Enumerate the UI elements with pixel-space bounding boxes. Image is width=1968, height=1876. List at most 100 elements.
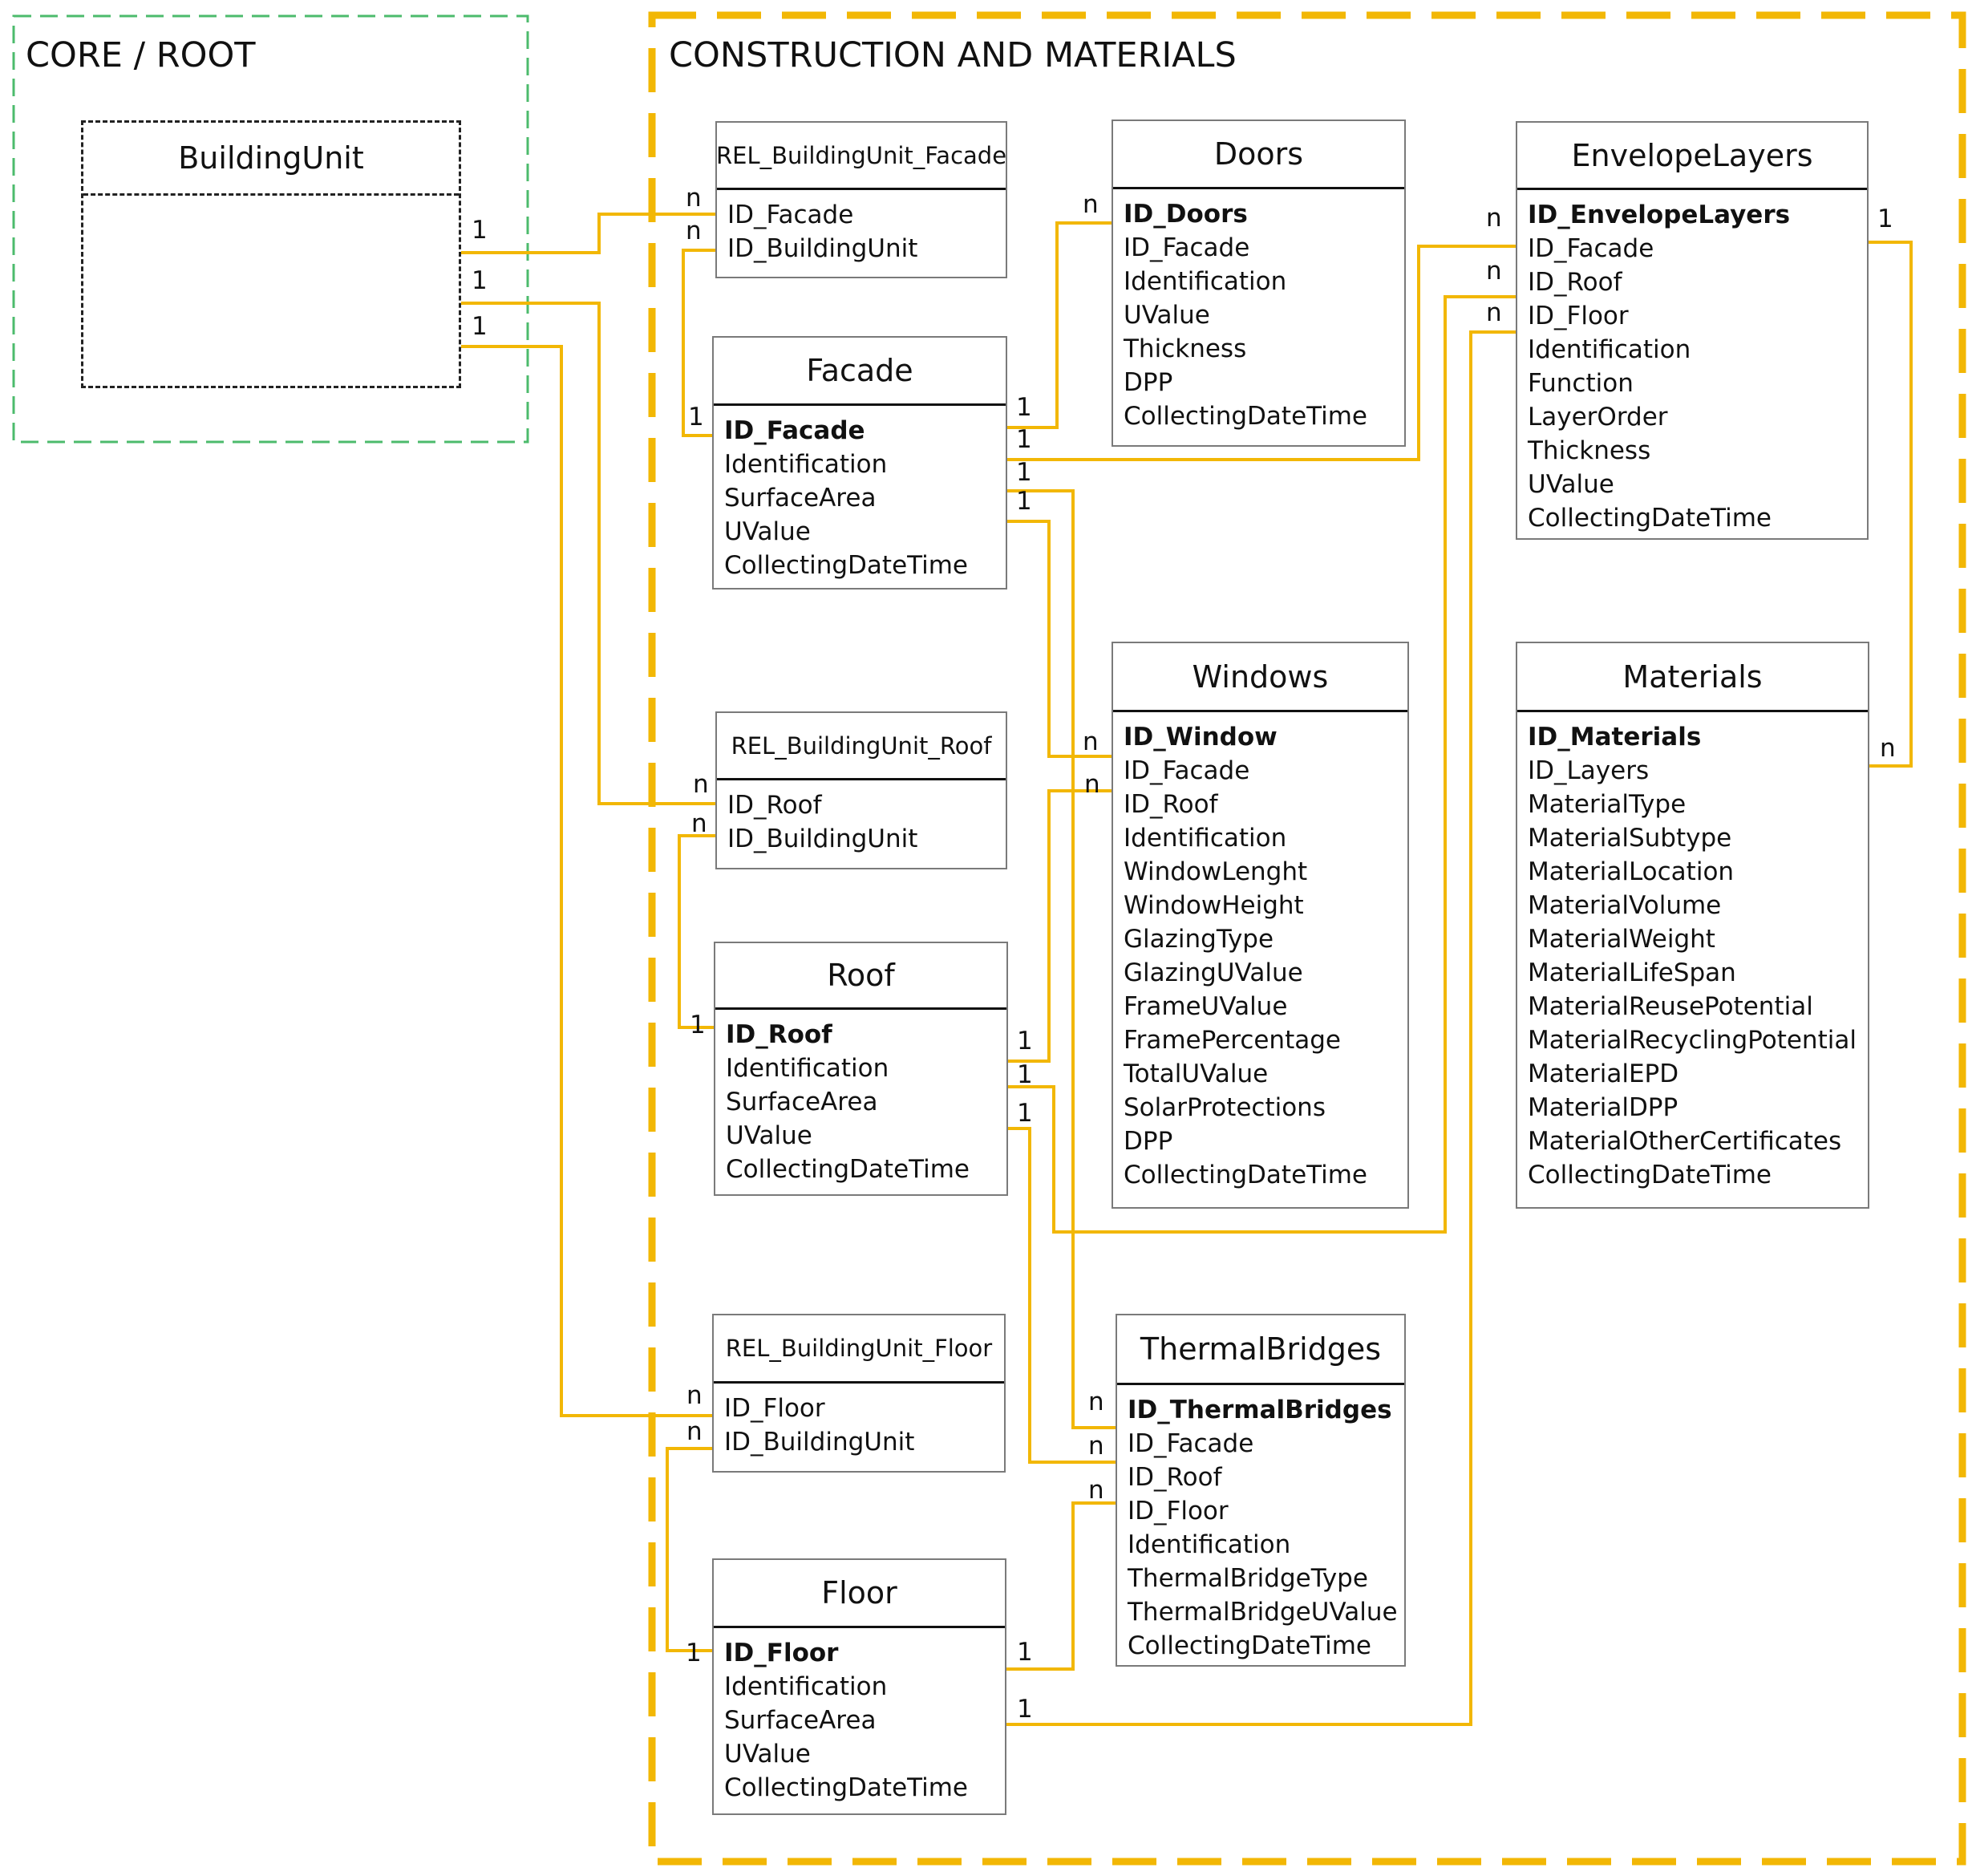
entity-doors[interactable]: Doors ID_Doors ID_Facade Identification … (1112, 120, 1406, 447)
entity-building-unit[interactable]: BuildingUnit (81, 120, 461, 388)
cardinality-label: 1 (690, 1011, 706, 1039)
field: MaterialEPD (1528, 1060, 1679, 1088)
cardinality-label: n (1088, 1432, 1104, 1461)
field: ID_BuildingUnit (727, 825, 918, 853)
field: MaterialDPP (1528, 1093, 1678, 1122)
entity-rel-buildingunit-facade[interactable]: REL_BuildingUnit_Facade ID_Facade ID_Bui… (715, 121, 1007, 278)
field: ID_Roof (727, 791, 822, 820)
field: ID_Facade (1124, 233, 1250, 262)
entity-rel-buildingunit-roof[interactable]: REL_BuildingUnit_Roof ID_Roof ID_Buildin… (715, 711, 1007, 869)
cardinality-label: n (686, 1417, 703, 1446)
core-root-title: CORE / ROOT (26, 35, 256, 75)
cardinality-label: 1 (1016, 425, 1032, 454)
field: MaterialSubtype (1528, 824, 1732, 853)
cardinality-label: n (1083, 727, 1099, 756)
cardinality-label: n (1486, 298, 1502, 327)
primary-key-field: ID_Doors (1124, 200, 1248, 229)
cardinality-label: 1 (1016, 393, 1032, 422)
cardinality-label: 1 (688, 403, 704, 432)
entity-windows[interactable]: Windows ID_Window ID_Facade ID_Roof Iden… (1112, 642, 1409, 1209)
cardinality-label: 1 (472, 216, 488, 245)
relationship-line (678, 834, 715, 1029)
entity-title: BuildingUnit (83, 123, 459, 196)
field: ID_BuildingUnit (727, 234, 918, 263)
cardinality-label: 1 (472, 312, 488, 341)
relationship-line (1007, 245, 1516, 461)
entity-thermal-bridges[interactable]: ThermalBridges ID_ThermalBridges ID_Faca… (1116, 1314, 1406, 1667)
field: ID_Facade (727, 201, 854, 229)
cardinality-label: n (1880, 734, 1896, 763)
relationship-line (682, 249, 715, 437)
entity-title: Facade (714, 338, 1006, 406)
field: MaterialReusePotential (1528, 992, 1813, 1021)
field: LayerOrder (1528, 403, 1668, 432)
field: MaterialType (1528, 790, 1687, 819)
field: UValue (1528, 470, 1614, 499)
entity-title: EnvelopeLayers (1517, 123, 1867, 190)
field: CollectingDateTime (724, 551, 969, 580)
entity-roof[interactable]: Roof ID_Roof Identification SurfaceArea … (714, 942, 1008, 1196)
field: Identification (724, 1672, 888, 1701)
field: ThermalBridgeType (1128, 1564, 1368, 1593)
construction-frame (648, 11, 1966, 1866)
field: SurfaceArea (724, 1706, 877, 1735)
field: SolarProtections (1124, 1093, 1326, 1122)
field: Function (1528, 369, 1634, 398)
field: UValue (724, 517, 811, 546)
entity-facade[interactable]: Facade ID_Facade Identification SurfaceA… (712, 336, 1007, 590)
relationship-lines (461, 213, 1913, 1726)
cardinality-label: 1 (1017, 1060, 1033, 1089)
relationship-line (461, 213, 715, 254)
relationship-line (1007, 520, 1112, 758)
field: ID_Facade (1124, 756, 1250, 785)
field: CollectingDateTime (1124, 402, 1368, 431)
primary-key-field: ID_Materials (1528, 723, 1702, 752)
field: Identification (724, 450, 888, 479)
cardinality-label: n (1088, 1388, 1104, 1416)
field: Thickness (1528, 436, 1651, 465)
cardinality-label: 1 (1017, 1638, 1033, 1667)
cardinality-label: 1 (686, 1639, 702, 1667)
entity-title: ThermalBridges (1117, 1315, 1404, 1385)
relationship-line (1007, 221, 1112, 429)
entity-envelope-layers[interactable]: EnvelopeLayers ID_EnvelopeLayers ID_Faca… (1516, 121, 1869, 540)
field: MaterialLocation (1528, 857, 1735, 886)
cardinality-label: n (686, 1381, 703, 1410)
relationship-line (1007, 489, 1116, 1429)
relationship-line (666, 1447, 712, 1652)
relationship-line (1869, 241, 1913, 768)
field: Identification (1128, 1530, 1291, 1559)
field: Identification (726, 1054, 889, 1083)
field: Thickness (1124, 334, 1247, 363)
cardinality-label: n (1088, 1476, 1104, 1505)
entity-rel-buildingunit-floor[interactable]: REL_BuildingUnit_Floor ID_Floor ID_Build… (712, 1314, 1006, 1473)
field: Identification (1124, 824, 1287, 853)
field: SurfaceArea (726, 1088, 878, 1116)
entity-title: Materials (1517, 643, 1868, 712)
entity-materials[interactable]: Materials ID_Materials ID_Layers Materia… (1516, 642, 1869, 1209)
field: CollectingDateTime (1124, 1161, 1368, 1189)
entity-title: REL_BuildingUnit_Floor (714, 1315, 1004, 1384)
field: WindowLenght (1124, 857, 1308, 886)
field: ID_Facade (1528, 234, 1654, 263)
field: MaterialLifeSpan (1528, 958, 1736, 987)
entity-title: Windows (1113, 643, 1407, 712)
relationship-line (1008, 789, 1112, 1063)
entity-title: Doors (1113, 121, 1404, 189)
primary-key-field: ID_Floor (724, 1639, 839, 1667)
cardinality-label: 1 (1017, 1695, 1033, 1724)
primary-key-field: ID_Facade (724, 416, 865, 445)
cardinality-label: n (691, 809, 707, 838)
field: TotalUValue (1124, 1060, 1269, 1088)
relationship-line (1008, 295, 1516, 1234)
cardinality-label: 1 (1017, 1027, 1033, 1056)
primary-key-field: ID_Roof (726, 1020, 832, 1049)
field: MaterialVolume (1528, 891, 1722, 920)
field: ID_Facade (1128, 1429, 1254, 1458)
field: SurfaceArea (724, 484, 877, 513)
primary-key-field: ID_EnvelopeLayers (1528, 201, 1791, 229)
field: ID_Floor (1128, 1497, 1229, 1526)
cardinality-label: n (1486, 204, 1502, 233)
field: FramePercentage (1124, 1026, 1341, 1055)
entity-floor[interactable]: Floor ID_Floor Identification SurfaceAre… (712, 1558, 1006, 1815)
